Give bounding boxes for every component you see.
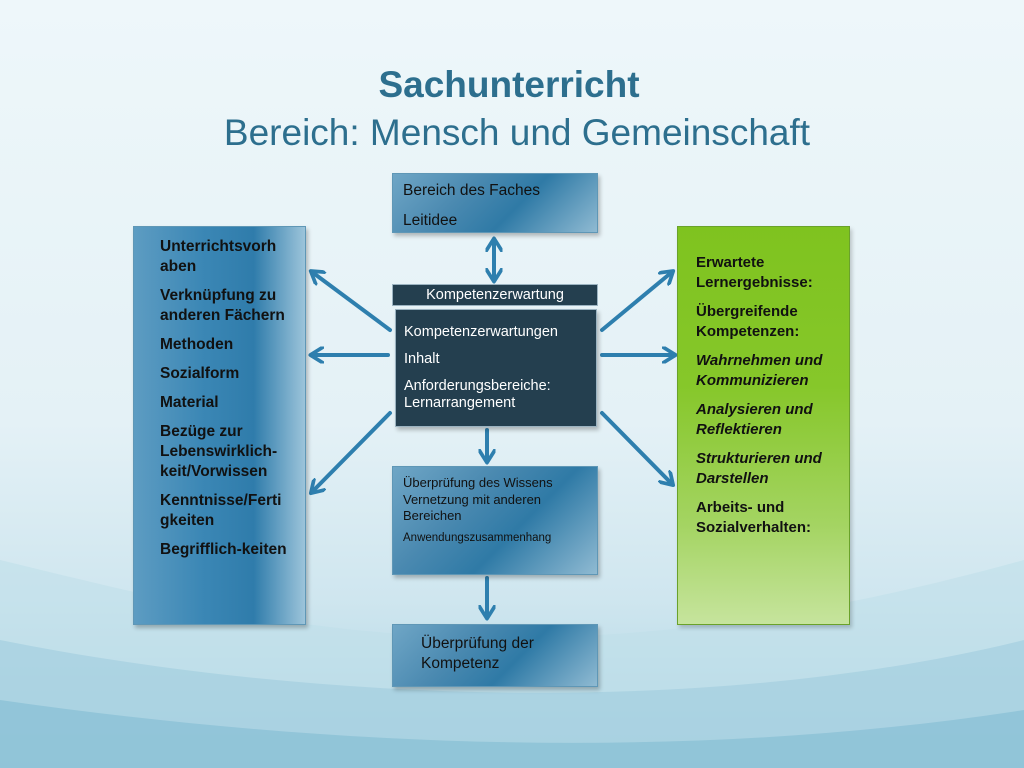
middle-item-2: Anwendungszusammenhang [403,531,552,544]
box-knowledge-check: Überprüfung des Wissens Vernetzung mit a… [392,466,598,575]
middle-item-1: Überprüfung des Wissens Vernetzung mit a… [403,475,553,523]
slide-subtitle: Bereich: Mensch und Gemeinschaft [223,112,811,153]
box-competence-expectation: Kompetenzerwartungen Inhalt Anforderungs… [395,309,597,427]
left-item-3: Methoden [160,336,234,353]
left-item-1: Unterrichtsvorh aben [160,238,277,275]
right-item-4: Analysieren und Reflektieren [696,401,813,438]
arrow-left-down [312,411,392,492]
bottom-text: Überprüfung der Kompetenz [421,635,534,672]
box-subject-area: Bereich des Faches Leitidee [392,173,598,233]
slide-title: Sachunterricht [378,64,640,105]
center-item-1: Kompetenzerwartungen [404,324,558,340]
center-item-2: Inhalt [404,351,440,367]
right-item-2: Übergreifende Kompetenzen: [696,303,800,340]
left-item-4: Sozialform [160,365,240,382]
right-item-6: Arbeits- und Sozialverhalten: [696,499,812,536]
left-item-5: Material [160,394,219,411]
box-competence-check: Überprüfung der Kompetenz [392,624,598,687]
left-item-8: Begrifflich-keiten [160,541,287,558]
arrow-left-up [312,272,392,332]
center-item-3: Anforderungsbereiche: Lernarrangement [404,378,551,411]
center-header: Kompetenzerwartung [392,284,598,306]
right-item-3: Wahrnehmen und Kommunizieren [696,352,823,389]
top-item-2: Leitidee [403,212,458,229]
arrow-right-down [600,411,672,484]
right-item-1: Erwartete Lernergebnisse: [696,254,813,291]
right-item-5: Strukturieren und Darstellen [696,450,822,487]
left-item-2: Verknüpfung zu anderen Fächern [160,287,285,324]
box-teaching-plans: Unterrichtsvorh aben Verknüpfung zu ande… [133,226,306,625]
box-expected-results: Erwartete Lernergebnisse: Übergreifende … [677,226,850,625]
top-item-1: Bereich des Faches [403,182,540,199]
left-item-7: Kenntnisse/Ferti gkeiten [160,492,282,529]
arrow-right-up [600,272,672,332]
left-item-6: Bezüge zur Lebenswirklich-keit/Vorwissen [160,423,278,480]
